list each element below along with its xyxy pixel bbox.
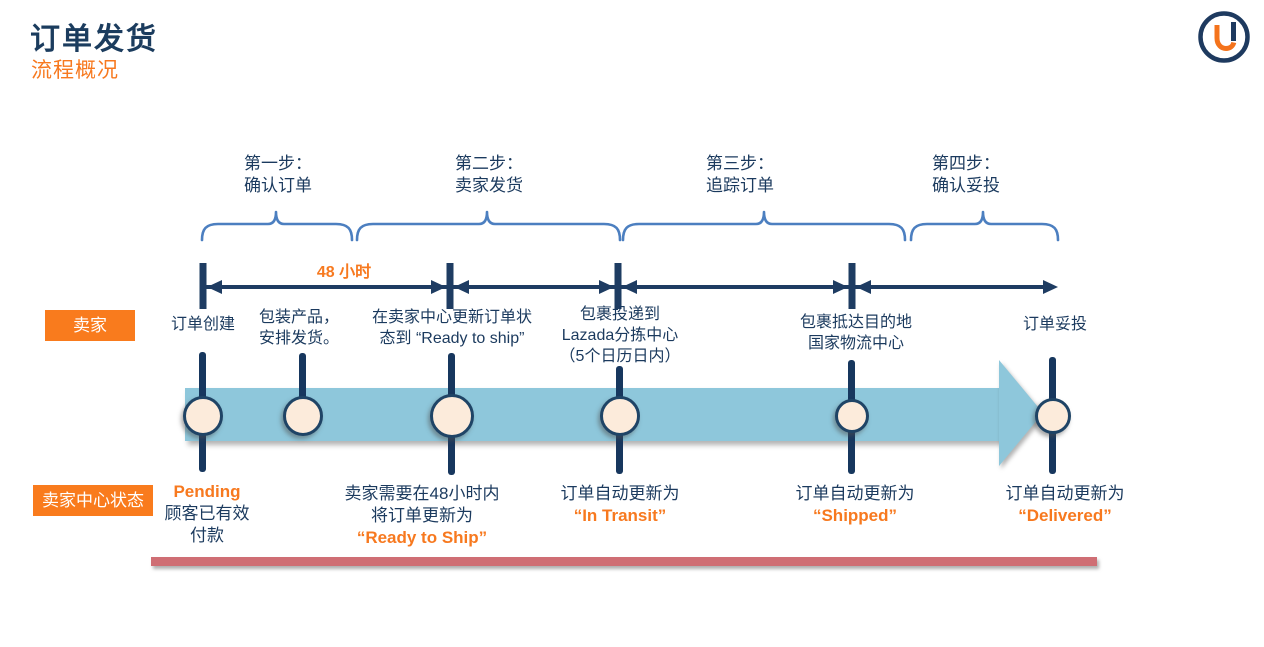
event-order-created: 订单创建 bbox=[170, 316, 235, 333]
bottom-divider bbox=[151, 557, 1097, 566]
step-label-2: 第二步： 卖家发货 bbox=[455, 154, 523, 195]
u-brand-logo-icon bbox=[1194, 8, 1254, 68]
status-badge: Pending bbox=[173, 482, 241, 501]
status-ready-to-ship: 卖家需要在48小时内 将订单更新为 “Ready to Ship” bbox=[302, 483, 542, 549]
process-arrow-head bbox=[999, 360, 1043, 466]
step-label-1: 第一步： 确认订单 bbox=[244, 154, 312, 195]
status-in-transit: 订单自动更新为 “In Transit” bbox=[500, 483, 740, 527]
milestone-node bbox=[835, 399, 869, 433]
milestone-node bbox=[600, 396, 640, 436]
event-order-delivered: 订单妥投 bbox=[1022, 316, 1087, 333]
event-update-ready-to-ship: 在卖家中心更新订单状 态到 “Ready to ship” bbox=[371, 309, 532, 347]
row-label-seller-center-status: 卖家中心状态 bbox=[33, 485, 153, 516]
row-label-seller: 卖家 bbox=[45, 310, 135, 341]
timeline-arrowheads bbox=[207, 280, 1058, 294]
event-dropoff-lazada-sorting: 包裹投递到 Lazada分拣中心 （5个日历日内） bbox=[559, 306, 681, 365]
event-pack-product: 包装产品， 安排发货。 bbox=[258, 309, 339, 347]
status-shipped: 订单自动更新为 “Shipped” bbox=[735, 483, 975, 527]
status-badge: “Shipped” bbox=[812, 506, 898, 525]
step-label-4: 第四步： 确认妥投 bbox=[932, 154, 1000, 195]
status-badge: “Delivered” bbox=[1018, 506, 1112, 525]
page-subtitle: 流程概况 bbox=[31, 59, 119, 82]
milestone-node bbox=[430, 394, 474, 438]
step-label-3: 第三步： 追踪订单 bbox=[706, 154, 774, 195]
page-title: 订单发货 bbox=[30, 23, 158, 56]
status-delivered: 订单自动更新为 “Delivered” bbox=[945, 483, 1185, 527]
milestone-stem bbox=[299, 353, 306, 431]
milestone-node bbox=[183, 396, 223, 436]
duration-48h-label: 48 小时 bbox=[316, 264, 372, 281]
milestone-node bbox=[283, 396, 323, 436]
status-badge: “In Transit” bbox=[573, 506, 667, 525]
event-arrive-destination-hub: 包裹抵达目的地 国家物流中心 bbox=[799, 314, 912, 352]
milestone-node bbox=[1035, 398, 1071, 434]
status-pending: Pending 顾客已有效 付款 bbox=[87, 481, 327, 547]
status-badge: “Ready to Ship” bbox=[356, 528, 488, 547]
brace-step-1 bbox=[200, 210, 1060, 242]
